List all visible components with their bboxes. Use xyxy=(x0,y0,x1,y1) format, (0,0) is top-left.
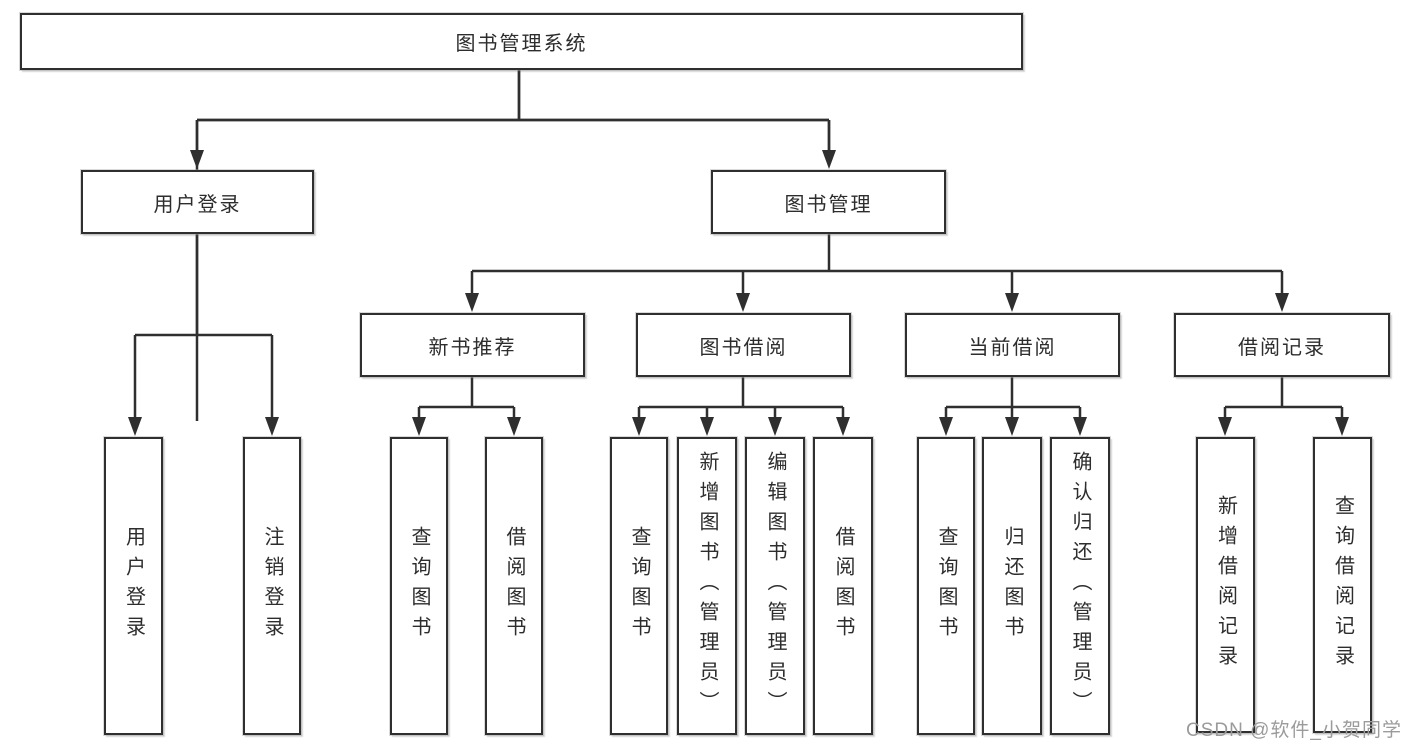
leaf-edit-books-admin: 编辑图书（管理员） xyxy=(745,437,805,735)
node-label: 查询图书 xyxy=(408,526,430,646)
node-label: 归还图书 xyxy=(1001,526,1023,646)
leaf-query-books-current: 查询图书 xyxy=(917,437,975,735)
node-label: 图书管理 xyxy=(784,193,873,216)
node-label: 注销登录 xyxy=(261,526,283,646)
leaf-query-borrow-record: 查询借阅记录 xyxy=(1313,437,1372,733)
node-label: 新书推荐 xyxy=(428,336,517,359)
leaf-query-books-recommend: 查询图书 xyxy=(390,437,448,735)
arrowheads xyxy=(128,150,1349,436)
node-label: 查询图书 xyxy=(935,526,957,646)
node-new-book-recommendation: 新书推荐 xyxy=(360,313,585,377)
node-label: 借阅记录 xyxy=(1238,336,1326,359)
leaf-query-books-borrowing: 查询图书 xyxy=(610,437,668,735)
stem-user-login xyxy=(133,234,274,419)
node-label: 图书管理系统 xyxy=(455,33,588,55)
node-user-login: 用户登录 xyxy=(81,170,314,234)
node-label: 借阅图书 xyxy=(832,526,854,646)
node-label: 用户登录 xyxy=(122,526,145,646)
leaf-borrow-books-recommend: 借阅图书 xyxy=(485,437,543,735)
stem-new-book-recommendation xyxy=(417,377,516,419)
node-label: 借阅图书 xyxy=(503,526,525,646)
node-label: 查询借阅记录 xyxy=(1331,495,1354,675)
node-current-borrowing: 当前借阅 xyxy=(905,313,1120,377)
stem-borrowing-records xyxy=(1223,377,1344,419)
leaf-user-login: 用户登录 xyxy=(104,437,163,735)
node-label: 确认归还（管理员） xyxy=(1069,451,1091,721)
connector-stems-all xyxy=(133,70,1344,419)
node-book-borrowing: 图书借阅 xyxy=(636,313,851,377)
leaf-logout-login: 注销登录 xyxy=(243,437,301,735)
leaf-add-borrow-record: 新增借阅记录 xyxy=(1196,437,1255,733)
node-label: 新增图书（管理员） xyxy=(696,451,718,721)
leaf-return-books: 归还图书 xyxy=(982,437,1042,735)
stem-root xyxy=(195,70,831,152)
stem-current-borrowing xyxy=(944,377,1082,419)
node-label: 当前借阅 xyxy=(968,336,1057,359)
node-book-management: 图书管理 xyxy=(711,170,946,234)
node-borrowing-records: 借阅记录 xyxy=(1174,313,1390,377)
node-label: 用户登录 xyxy=(153,193,242,216)
leaf-borrow-books-borrowing: 借阅图书 xyxy=(813,437,873,735)
node-library-management-system: 图书管理系统 xyxy=(20,13,1023,70)
leaf-add-books-admin: 新增图书（管理员） xyxy=(677,437,737,735)
connector-arrowheads xyxy=(128,150,1349,436)
stem-book-borrowing xyxy=(637,377,845,419)
node-label: 编辑图书（管理员） xyxy=(764,451,786,721)
node-label: 新增借阅记录 xyxy=(1214,495,1237,675)
node-label: 图书借阅 xyxy=(699,336,788,359)
node-label: 查询图书 xyxy=(628,526,650,646)
csdn-watermark: CSDN @软件_小贺同学 xyxy=(1186,720,1402,741)
leaf-confirm-return-admin: 确认归还（管理员） xyxy=(1050,437,1110,735)
stem-book-management xyxy=(470,234,1284,295)
